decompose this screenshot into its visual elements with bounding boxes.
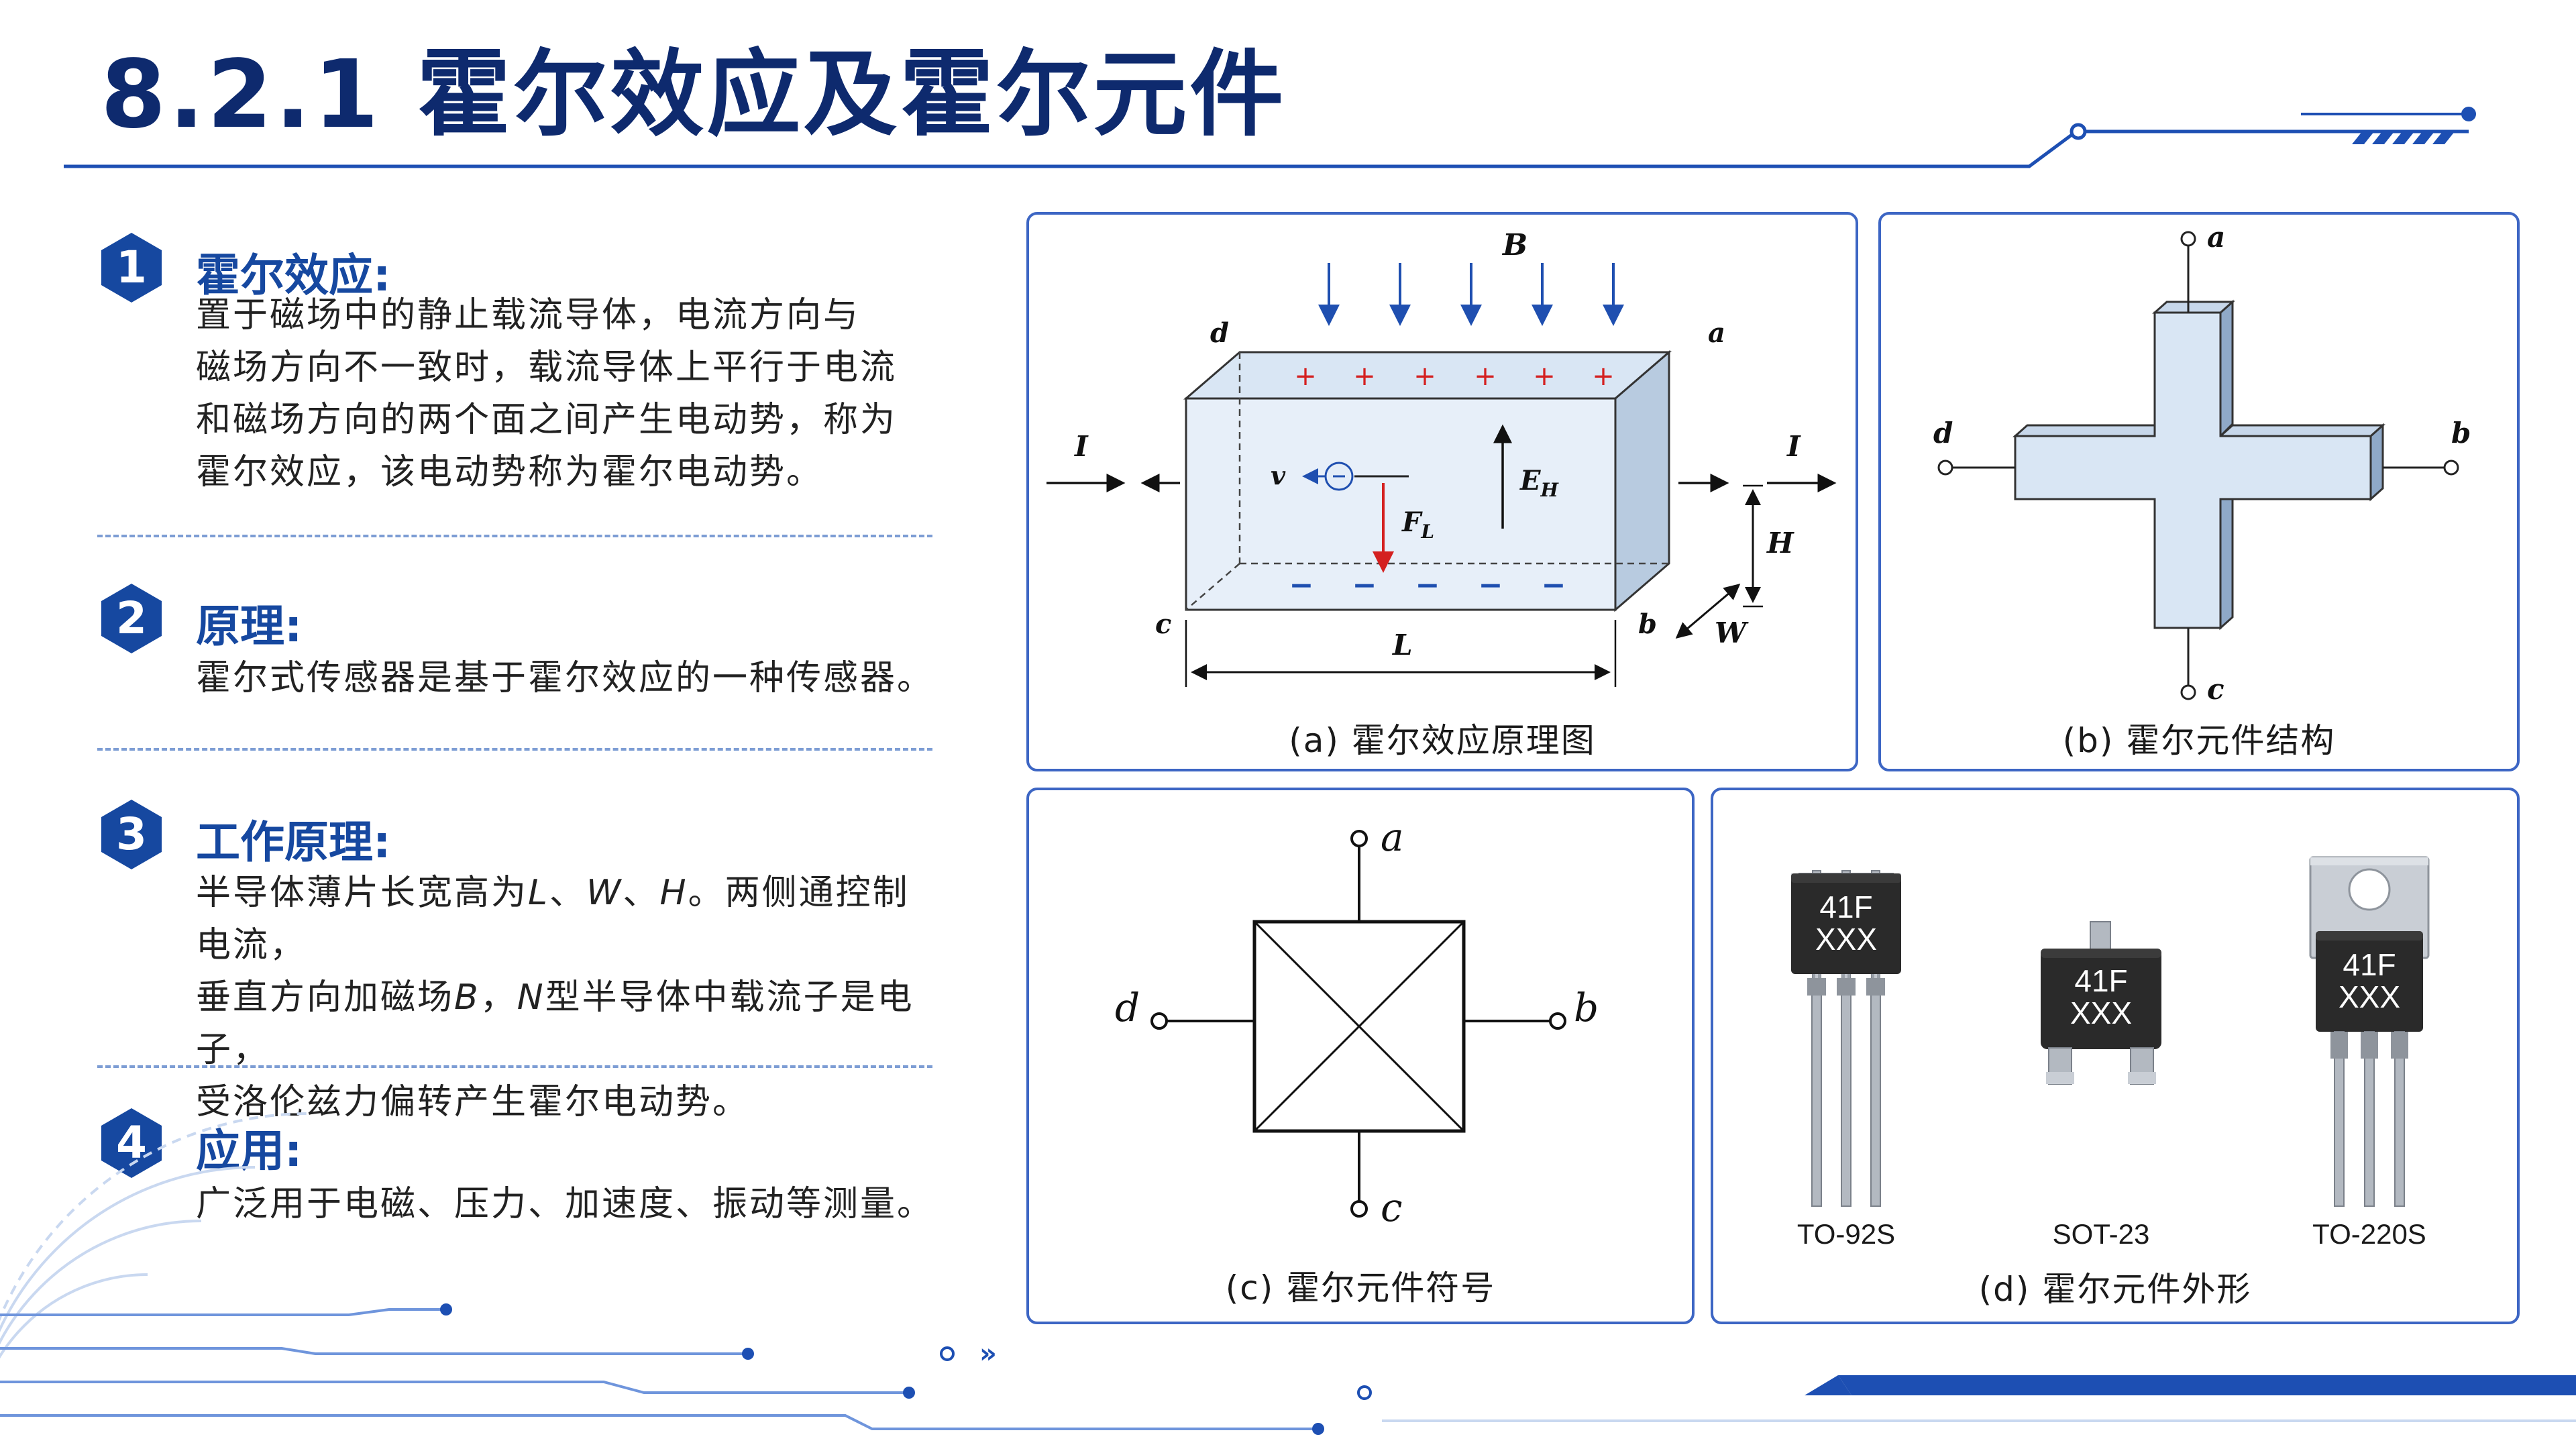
positive-charge: + <box>1353 361 1376 392</box>
label-length: L <box>1392 629 1413 661</box>
section-hall-effect: 1 霍尔效应: 置于磁场中的静止载流导体，电流方向与 磁场方向不一致时，载流导体… <box>94 230 939 498</box>
section-title: 工作原理: <box>196 816 391 868</box>
svg-text:»: » <box>979 1338 997 1369</box>
package-marking: XXX <box>1815 922 1877 957</box>
negative-charge: − <box>1479 568 1503 602</box>
number-badge <box>101 584 162 653</box>
label-width: W <box>1715 616 1749 649</box>
body-line: 霍尔效应，该电动势称为霍尔电动势。 <box>196 452 824 492</box>
body-line: 半导体薄片长宽高为L、W、H。两侧通控制电流， <box>196 873 910 965</box>
section-body: 霍尔式传感器是基于霍尔效应的一种传感器。 <box>196 652 939 704</box>
body-line: 广泛用于电磁、压力、加速度、振动等测量。 <box>196 1184 934 1224</box>
header-decoration <box>64 107 2476 168</box>
positive-charge: + <box>1592 361 1615 392</box>
label-lorentz-force: FL <box>1401 506 1434 543</box>
label-b: b <box>2451 417 2471 449</box>
hall-element-structure-diagram: a c d b <box>1933 221 2471 706</box>
divider <box>97 535 932 537</box>
section-working-principle: 3 工作原理: 半导体薄片长宽高为L、W、H。两侧通控制电流， 垂直方向加磁场B… <box>94 797 939 1128</box>
page-title: 8.2.1 霍尔效应及霍尔元件 <box>101 40 1287 150</box>
hall-element-symbol-diagram: a c d b <box>1115 814 1599 1230</box>
label-current-right: I <box>1786 430 1801 463</box>
badge-number: 2 <box>116 592 147 644</box>
label-velocity: v <box>1271 460 1286 490</box>
number-badge <box>101 800 162 869</box>
section-body: 广泛用于电磁、压力、加速度、振动等测量。 <box>196 1178 939 1230</box>
package-to92s: 41F XXX TO-92S <box>1791 870 1901 1250</box>
label-height: H <box>1766 527 1794 559</box>
negative-charge: − <box>1542 568 1566 602</box>
section-title: 霍尔效应: <box>196 250 391 301</box>
figure-caption: (c) 霍尔元件符号 <box>1225 1269 1496 1307</box>
hall-element-packages-illustration: 41F XXX TO-92S 41F XXX SOT-23 <box>1791 856 2430 1250</box>
section-title: 应用: <box>196 1125 303 1177</box>
hall-effect-diagram: B d a c b + + + + + + <box>1046 228 1837 687</box>
figure-caption: (a) 霍尔效应原理图 <box>1289 721 1596 760</box>
body-line: 磁场方向不一致时，载流导体上平行于电流 <box>196 347 898 388</box>
positive-charge: + <box>1413 361 1436 392</box>
figure-caption: (d) 霍尔元件外形 <box>1978 1270 2252 1309</box>
negative-charge: − <box>1289 568 1314 602</box>
label-a: a <box>1381 814 1404 860</box>
number-badge <box>101 233 162 303</box>
body-line: 和磁场方向的两个面之间产生电动势，称为 <box>196 400 898 440</box>
package-marking: XXX <box>2070 996 2132 1030</box>
body-line: 垂直方向加磁场B，N型半导体中载流子是电子， <box>196 977 914 1070</box>
label-b: b <box>1638 608 1657 640</box>
divider <box>97 748 932 751</box>
body-line: 霍尔式传感器是基于霍尔效应的一种传感器。 <box>196 658 934 698</box>
negative-charge: − <box>1352 568 1377 602</box>
figure-hall-element-structure: a c d b (b) 霍尔元件结构 <box>1878 212 2520 771</box>
label-current-left: I <box>1074 430 1089 463</box>
badge-number: 3 <box>116 808 147 860</box>
positive-charge: + <box>1533 361 1556 392</box>
positive-charge: + <box>1474 361 1497 392</box>
positive-charge: + <box>1294 361 1317 392</box>
label-hall-field: EH <box>1519 465 1560 501</box>
figure-caption: (b) 霍尔元件结构 <box>2062 721 2336 760</box>
label-a: a <box>2207 221 2225 254</box>
package-name: TO-220S <box>2312 1218 2426 1250</box>
section-application: 4 应用: 广泛用于电磁、压力、加速度、振动等测量。 <box>94 1106 939 1230</box>
section-body: 置于磁场中的静止载流导体，电流方向与 磁场方向不一致时，载流导体上平行于电流 和… <box>196 289 939 498</box>
figure-hall-element-packages: 41F XXX TO-92S 41F XXX SOT-23 <box>1711 788 2520 1324</box>
label-d: d <box>1210 317 1229 349</box>
package-name: TO-92S <box>1797 1218 1895 1250</box>
label-a: a <box>1708 317 1725 349</box>
label-c: c <box>2207 673 2224 706</box>
label-B: B <box>1501 228 1527 262</box>
label-b: b <box>1574 985 1599 1030</box>
divider <box>97 1065 932 1068</box>
figure-hall-element-symbol: a c d b (c) 霍尔元件符号 <box>1026 788 1695 1324</box>
package-marking: 41F <box>1819 890 1872 924</box>
badge-number: 4 <box>116 1117 147 1169</box>
package-marking: 41F <box>2074 963 2127 998</box>
section-principle: 2 原理: 霍尔式传感器是基于霍尔效应的一种传感器。 <box>94 581 939 704</box>
section-body: 半导体薄片长宽高为L、W、H。两侧通控制电流， 垂直方向加磁场B，N型半导体中载… <box>196 867 939 1128</box>
package-sot23: 41F XXX SOT-23 <box>2041 921 2161 1250</box>
figure-hall-effect-principle: B d a c b + + + + + + <box>1026 212 1858 771</box>
badge-number: 1 <box>116 241 147 293</box>
package-name: SOT-23 <box>2053 1218 2150 1250</box>
label-d: d <box>1933 417 1953 449</box>
label-d: d <box>1115 985 1140 1030</box>
label-c: c <box>1155 608 1171 640</box>
package-marking: XXX <box>2339 979 2400 1014</box>
package-marking: 41F <box>2343 947 2396 982</box>
body-line: 置于磁场中的静止载流导体，电流方向与 <box>196 295 861 335</box>
label-c: c <box>1381 1185 1402 1230</box>
negative-charge: − <box>1415 568 1440 602</box>
section-title: 原理: <box>196 600 303 652</box>
package-to220s: 41F XXX TO-220S <box>2309 856 2430 1250</box>
